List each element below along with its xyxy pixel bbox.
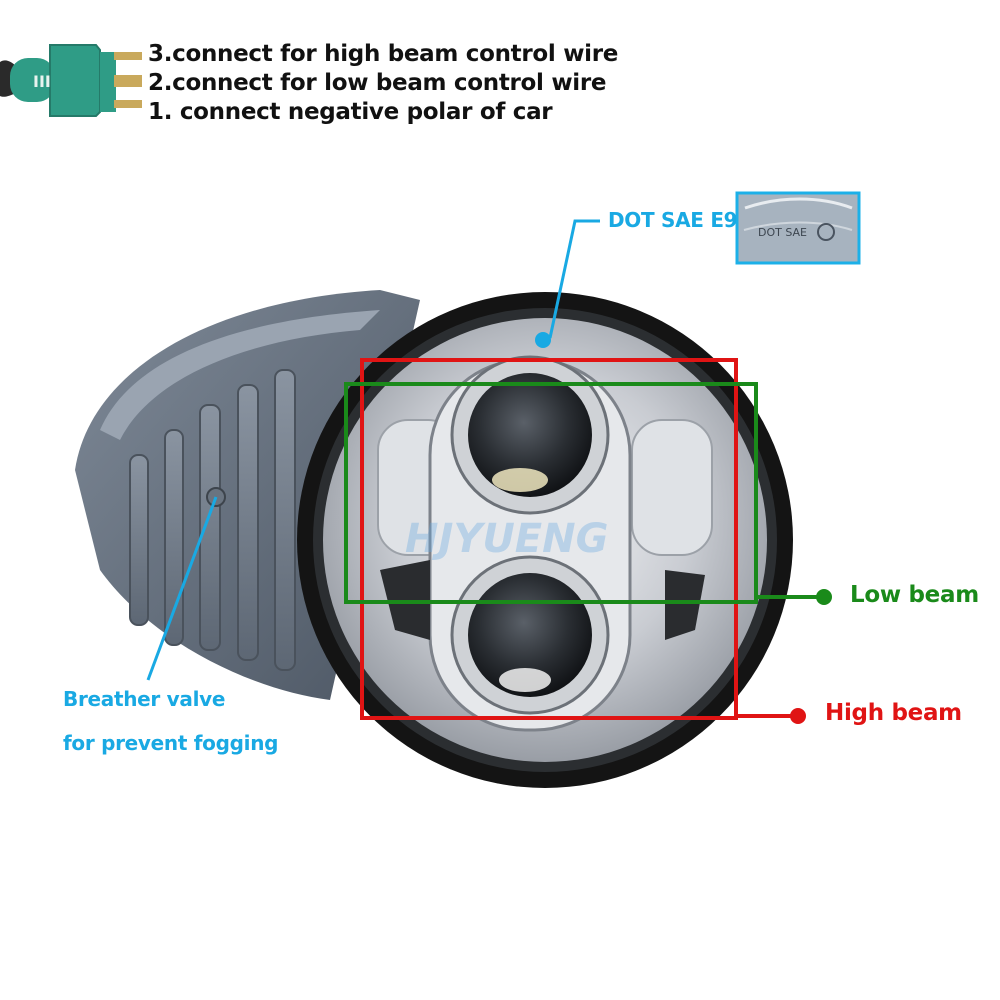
breather-label-line1: Breather valve [63,687,226,711]
headlight-front [297,292,793,788]
cooling-fins [129,369,296,671]
wire-label-high-beam: 3.connect for high beam control wire [148,41,619,67]
breather-callout-line [146,496,218,681]
dot-inset [735,191,861,265]
wire-label-negative: 1. connect negative polar of car [148,99,553,125]
wire-label-low-beam: 2.connect for low beam control wire [148,70,607,96]
low-beam-label: Low beam [850,582,979,608]
watermark: HJYUENG [405,516,608,562]
low-beam-box [344,382,832,605]
high-beam-label: High beam [825,700,962,726]
plug-mark: III [33,72,51,91]
breather-label-line2: for prevent fogging [63,731,279,755]
dot-label: DOT SAE E9 [608,208,738,232]
dot-callout-line [535,219,600,348]
connector-plug [0,44,142,117]
high-beam-box [360,358,806,724]
dot-inset-text: DOT SAE [758,226,807,239]
